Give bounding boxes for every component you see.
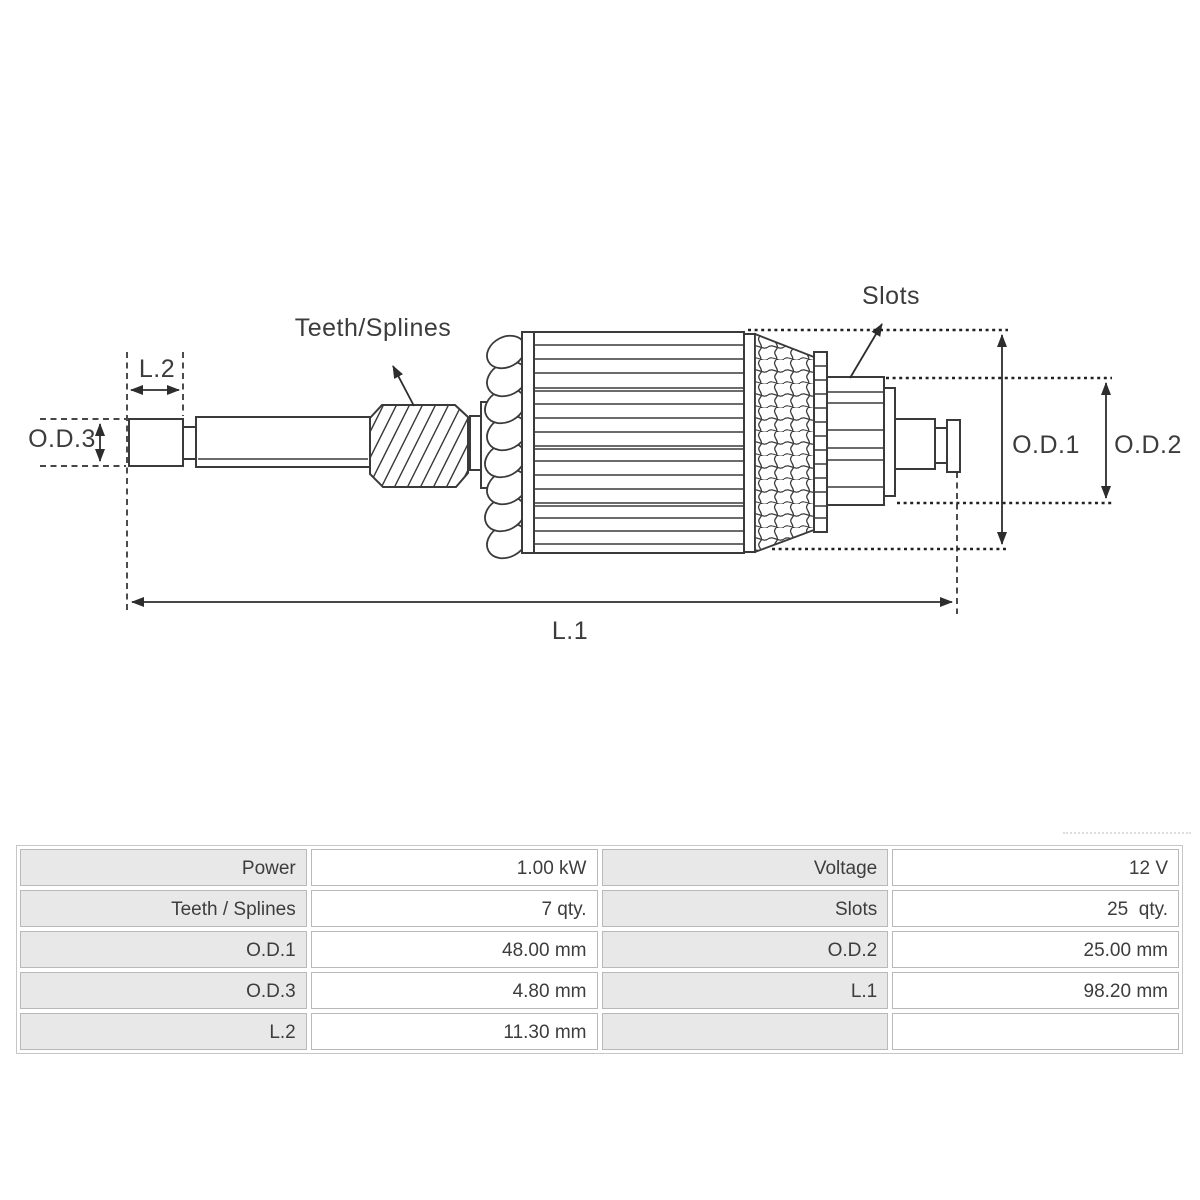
spec-value-cell: 1.00 kW bbox=[310, 849, 598, 886]
l1-label: L.1 bbox=[552, 617, 588, 645]
l2-label: L.2 bbox=[139, 355, 175, 383]
spec-value-cell: 11.30 mm bbox=[310, 1013, 598, 1050]
spec-label-cell: O.D.3 bbox=[20, 972, 307, 1009]
teeth-splines-leader-arrow bbox=[392, 365, 415, 407]
core-laminations bbox=[534, 344, 744, 545]
od3-label: O.D.3 bbox=[28, 425, 96, 453]
shaft-end-stub bbox=[128, 418, 184, 467]
shaft-left-end bbox=[128, 416, 371, 468]
shaft-collar-small bbox=[469, 415, 482, 471]
od2-label: O.D.2 bbox=[1114, 431, 1182, 459]
winding-end-right bbox=[754, 332, 815, 554]
spec-label-cell: Voltage bbox=[601, 849, 889, 886]
od1-label: O.D.1 bbox=[1012, 431, 1080, 459]
spec-label-cell: Power bbox=[20, 849, 307, 886]
core-edge-band-left bbox=[521, 331, 535, 554]
winding-end-left bbox=[484, 334, 528, 560]
spec-value-cell: 7 qty. bbox=[310, 890, 598, 927]
armature-core bbox=[521, 331, 756, 554]
commutator-riser bbox=[813, 351, 828, 533]
spec-value-cell: 25 qty. bbox=[892, 890, 1179, 927]
shaft-end-flange bbox=[946, 419, 961, 473]
spec-value-cell: 98.20 mm bbox=[892, 972, 1179, 1009]
core-edge-band-right bbox=[743, 333, 756, 553]
commutator-segment-lines bbox=[827, 391, 884, 488]
spec-label-cell: Slots bbox=[601, 890, 889, 927]
spec-value-cell-empty bbox=[892, 1013, 1179, 1050]
shaft-neck bbox=[182, 426, 197, 460]
spec-value-cell: 48.00 mm bbox=[310, 931, 598, 968]
specification-table: Power 1.00 kW Voltage 12 V Teeth / Splin… bbox=[16, 845, 1183, 1054]
spline-hatching bbox=[370, 405, 468, 487]
spec-label-cell: L.2 bbox=[20, 1013, 307, 1050]
spec-label-cell: O.D.2 bbox=[601, 931, 889, 968]
faint-watermark-line bbox=[1063, 832, 1191, 834]
spec-label-cell: O.D.1 bbox=[20, 931, 307, 968]
commutator-collar bbox=[883, 387, 896, 497]
slots-label: Slots bbox=[862, 282, 920, 310]
spec-label-cell: Teeth / Splines bbox=[20, 890, 307, 927]
armature-technical-drawing: Teeth/Splines Slots L.2 O.D.3 O.D.1 O.D.… bbox=[28, 282, 1182, 645]
shaft-neck-right bbox=[934, 427, 948, 464]
spec-value-cell: 25.00 mm bbox=[892, 931, 1179, 968]
core-body bbox=[533, 331, 745, 554]
commutator bbox=[826, 376, 896, 506]
shaft-right-end bbox=[894, 418, 961, 473]
slots-leader-arrow bbox=[849, 323, 883, 379]
spec-value-cell: 12 V bbox=[892, 849, 1179, 886]
teeth-splines-label: Teeth/Splines bbox=[295, 314, 452, 342]
spline-block bbox=[369, 404, 469, 488]
shaft-step bbox=[894, 418, 936, 470]
spec-value-cell: 4.80 mm bbox=[310, 972, 598, 1009]
spec-label-cell: L.1 bbox=[601, 972, 889, 1009]
spec-label-cell-empty bbox=[601, 1013, 889, 1050]
weave-pattern bbox=[755, 334, 814, 552]
